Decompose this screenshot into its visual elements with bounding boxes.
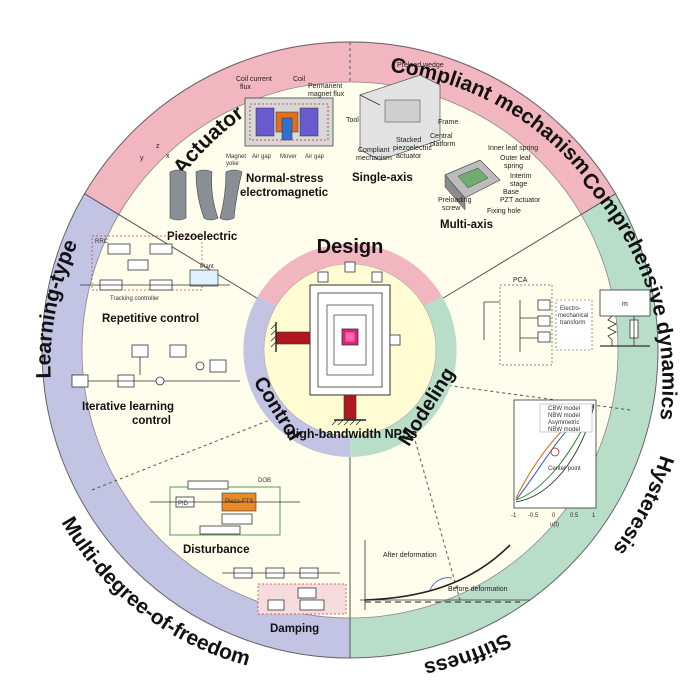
hysteresis-plot <box>513 399 597 509</box>
annot-piezo-fts: Piezo-FTS <box>225 499 253 505</box>
hyst-center-point: Center point <box>548 466 581 472</box>
annot-plant: Plant <box>200 264 214 270</box>
hyst-tick-1: -1 <box>511 513 517 519</box>
annot-magnet-yoke-2: yoke <box>226 161 239 167</box>
hyst-xlabel: u(t) <box>550 522 559 528</box>
annot-before-def: Before deformation <box>448 586 508 593</box>
annot-interim-2: stage <box>510 181 527 188</box>
hyst-legend-1: CBW model <box>548 406 580 412</box>
disturbance-diagram <box>150 480 300 536</box>
annot-mass: m <box>622 301 628 308</box>
caption-normal-stress: Normal-stress <box>246 173 323 185</box>
axis-y: y <box>140 155 144 162</box>
annot-dob: DOB <box>258 478 271 484</box>
axis-x: x <box>166 153 170 160</box>
annot-electro-3: transform <box>560 320 585 326</box>
hyst-tick-2: -0.5 <box>528 513 539 519</box>
annot-electro-2: mechanical <box>558 313 588 319</box>
annot-stacked-1: Stacked <box>396 137 421 144</box>
hyst-tick-4: 0.5 <box>570 513 579 519</box>
annot-interim-1: Interim <box>510 173 532 180</box>
caption-disturbance: Disturbance <box>183 544 249 556</box>
hyst-tick-3: 0 <box>552 513 556 519</box>
caption-iterative-1: Iterative learning <box>82 401 174 413</box>
damping-diagram <box>222 567 347 615</box>
annot-magnet-yoke-1: Magnet <box>226 154 246 160</box>
caption-iterative-2: control <box>132 415 171 427</box>
inner-label-design: Design <box>317 236 384 258</box>
annot-preload-wedge: Preload wedge <box>397 62 444 69</box>
caption-piezoelectric: Piezoelectric <box>167 231 238 243</box>
electromagnetic-actuator-figure <box>244 97 334 147</box>
hyst-legend-4: NBW model <box>548 427 580 433</box>
annot-outer-leaf-1: Outer leaf <box>500 155 531 162</box>
annot-fixing-hole: Fixing hole <box>487 208 521 215</box>
annot-frame: Frame <box>438 119 458 126</box>
bottom-actuator-block <box>343 394 357 420</box>
annot-preloading-1: Preloading <box>438 197 472 204</box>
annot-tool: Tool <box>346 117 359 124</box>
nps-stage-sketch <box>270 261 401 426</box>
hyst-legend-2: NBW model <box>548 413 580 419</box>
left-actuator-block <box>275 331 311 345</box>
axis-z: z <box>156 143 160 150</box>
annot-stacked-2: piezoelectric <box>393 145 432 152</box>
annot-permanent: Permanent <box>308 83 342 90</box>
annot-electro-1: Electro- <box>560 306 581 312</box>
caption-damping: Damping <box>270 623 319 635</box>
caption-single-axis: Single-axis <box>352 172 413 184</box>
annot-tracking: Tracking controller <box>110 296 159 302</box>
annot-air-gap-1: Air gap <box>252 154 272 160</box>
annot-coil-current: Coil current <box>236 76 272 83</box>
annot-central-2: platform <box>430 141 455 148</box>
annot-mover: Mover <box>280 154 297 160</box>
annot-after-def: After deformation <box>383 552 437 559</box>
center-title: High-bandwidth NPSs <box>287 427 418 441</box>
piezoelectric-figure <box>169 169 243 221</box>
caption-multi-axis: Multi-axis <box>440 219 493 231</box>
iterative-learning-diagram <box>71 344 240 388</box>
annot-pzt: PZT actuator <box>500 197 541 204</box>
annot-central-1: Central <box>430 133 453 140</box>
annot-preloading-2: screw <box>442 205 461 212</box>
annot-coil: Coil <box>293 76 306 83</box>
comprehensive-dynamics-figure <box>483 284 651 366</box>
annot-compliant-1: Compliant <box>358 147 390 154</box>
caption-repetitive: Repetitive control <box>102 313 199 325</box>
caption-electromagnetic: electromagnetic <box>240 187 329 199</box>
single-axis-figure <box>359 74 441 161</box>
annot-inner-leaf: Inner leaf spring <box>488 145 538 152</box>
annot-base: Base <box>503 189 519 196</box>
hyst-legend-3: Asymmetric <box>548 420 579 426</box>
hyst-tick-5: 1 <box>592 513 596 519</box>
annot-compliant-2: mechanism <box>356 155 392 162</box>
annot-stacked-3: actuator <box>396 153 422 160</box>
annot-outer-leaf-2: spring <box>504 163 523 170</box>
annot-rrc: RRC <box>95 239 109 245</box>
annot-pid: PID <box>178 501 189 507</box>
multi-axis-figure <box>444 159 501 211</box>
annot-pca: PCA <box>513 277 528 284</box>
repetitive-control-diagram <box>80 235 230 291</box>
annot-flux: flux <box>240 84 251 91</box>
annot-air-gap-2: Air gap <box>305 154 325 160</box>
stiffness-figure <box>360 540 530 610</box>
annot-magnet-flux: magnet flux <box>308 91 345 98</box>
